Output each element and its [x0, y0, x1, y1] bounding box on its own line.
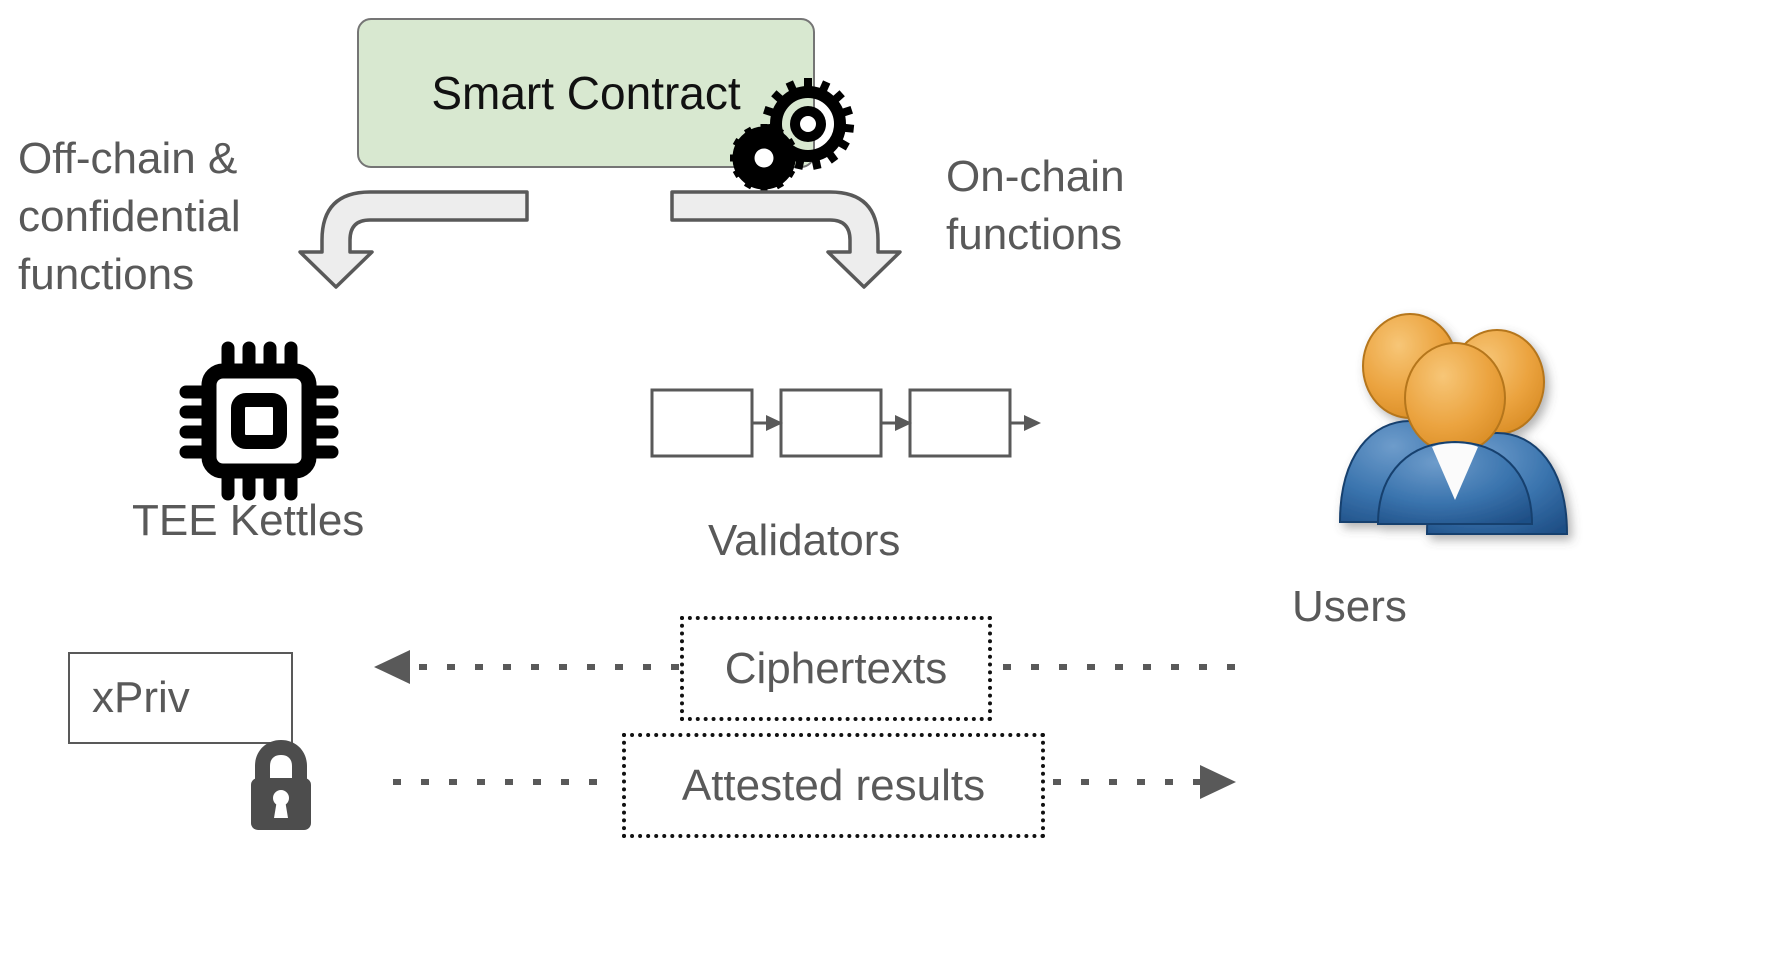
arrow-smart-contract-to-validators — [670, 190, 902, 289]
padlock-icon — [251, 740, 311, 830]
smart-contract-node[interactable]: Smart Contract — [357, 18, 815, 168]
label-off-chain-functions: Off-chain & confidential functions — [18, 134, 241, 299]
label-tee-kettles: TEE Kettles — [132, 496, 365, 545]
ciphertexts-box[interactable]: Ciphertexts — [680, 616, 992, 721]
xpriv-node[interactable]: xPriv — [68, 652, 293, 744]
xpriv-label: xPriv — [92, 673, 190, 722]
users-group-icon — [1338, 313, 1569, 535]
attested-results-box[interactable]: Attested results — [622, 733, 1045, 838]
cpu-chip-icon — [179, 341, 339, 501]
arrowhead-left-ciphertexts — [374, 650, 410, 684]
arrowhead-right-attested — [1200, 765, 1236, 799]
label-users: Users — [1292, 582, 1407, 631]
label-validators: Validators — [708, 516, 901, 565]
smart-contract-label: Smart Contract — [431, 67, 741, 119]
ciphertexts-label: Ciphertexts — [724, 643, 948, 693]
label-on-chain-functions: On-chain functions — [946, 152, 1125, 259]
arrow-smart-contract-to-tee — [298, 190, 529, 289]
attested-results-label: Attested results — [681, 760, 986, 810]
blockchain-icon — [650, 388, 1041, 458]
